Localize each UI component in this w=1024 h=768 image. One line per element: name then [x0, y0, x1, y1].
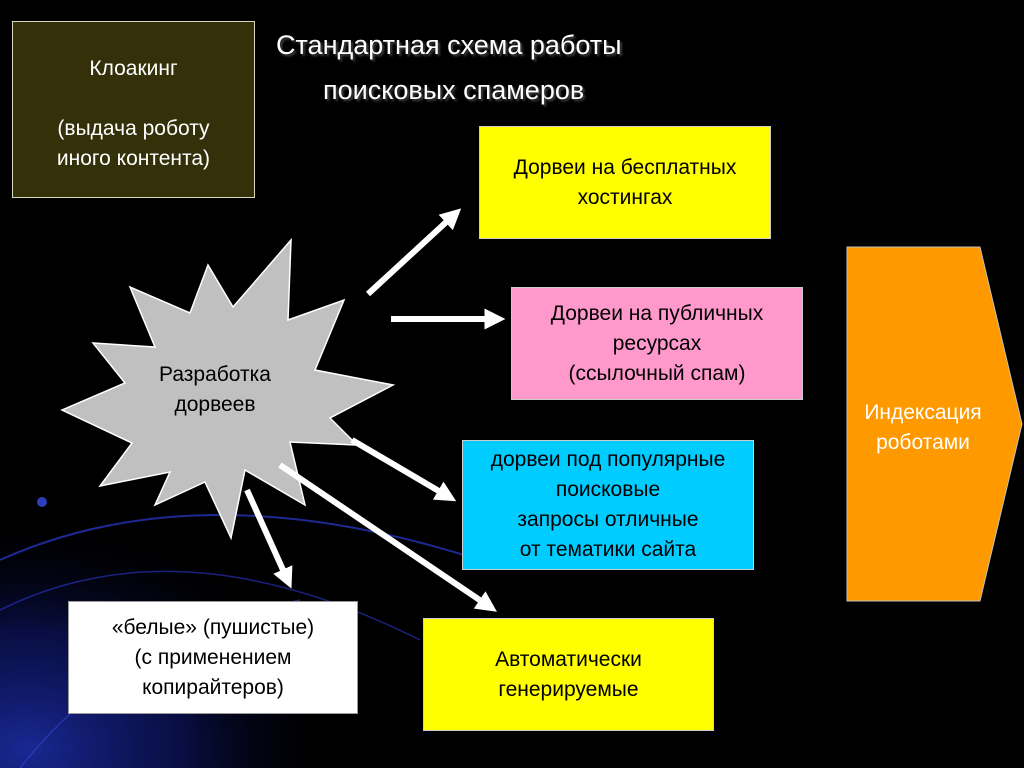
indexing-label: Индексация роботами [848, 398, 998, 458]
cloaking-box: Клоакинг (выдача роботу иного контента) [12, 21, 255, 198]
indexing-line-1: Индексация [864, 401, 982, 424]
white-doorways-line-2: (с применением [134, 645, 292, 669]
center-label: Разработка дорвеев [120, 360, 310, 420]
free-hosting-line-1: Дорвеи на бесплатных [513, 155, 737, 179]
cloaking-desc-1: (выдача роботу [57, 117, 210, 140]
center-label-line-2: дорвеев [174, 393, 256, 416]
cloaking-desc-2: иного контента) [56, 147, 211, 170]
auto-generated-line-1: Автоматически [495, 647, 642, 671]
public-resources-box: Дорвеи на публичных ресурсах (ссылочный … [511, 287, 803, 400]
popular-queries-line-2: поисковые [555, 478, 661, 501]
center-label-line-1: Разработка [159, 363, 271, 386]
cloaking-title: Клоакинг [89, 57, 178, 80]
title-line-2: поисковых спамеров [323, 75, 585, 105]
popular-queries-box: дорвеи под популярные поисковые запросы … [462, 440, 754, 570]
white-doorways-line-1: «белые» (пушистые) [111, 615, 315, 639]
popular-queries-line-3: запросы отличные [517, 508, 699, 531]
star-burst [60, 237, 396, 541]
white-doorways-box: «белые» (пушистые) (с применением копира… [68, 601, 358, 714]
indexing-line-2: роботами [876, 431, 970, 454]
indexing-arrow-shape [846, 246, 1023, 602]
arrow-to-popular [350, 437, 457, 502]
public-resources-line-2: ресурсах [612, 331, 702, 355]
popular-queries-line-4: от тематики сайта [519, 538, 697, 561]
auto-generated-line-2: генерируемые [498, 677, 639, 701]
white-doorways-line-3: копирайтеров) [142, 675, 284, 699]
arrow-to-white [244, 488, 293, 589]
auto-generated-box: Автоматически генерируемые [423, 618, 714, 731]
arrow-to-auto [278, 462, 497, 612]
free-hosting-line-2: хостингах [577, 185, 673, 209]
free-hosting-box: Дорвеи на бесплатных хостингах [479, 126, 771, 239]
title-line-1: Стандартная схема работы [276, 30, 622, 60]
popular-queries-line-1: дорвеи под популярные [490, 448, 726, 471]
public-resources-line-3: (ссылочный спам) [568, 361, 746, 385]
public-resources-line-1: Дорвеи на публичных [550, 301, 764, 325]
arrow-to-free-hosting [365, 208, 462, 297]
